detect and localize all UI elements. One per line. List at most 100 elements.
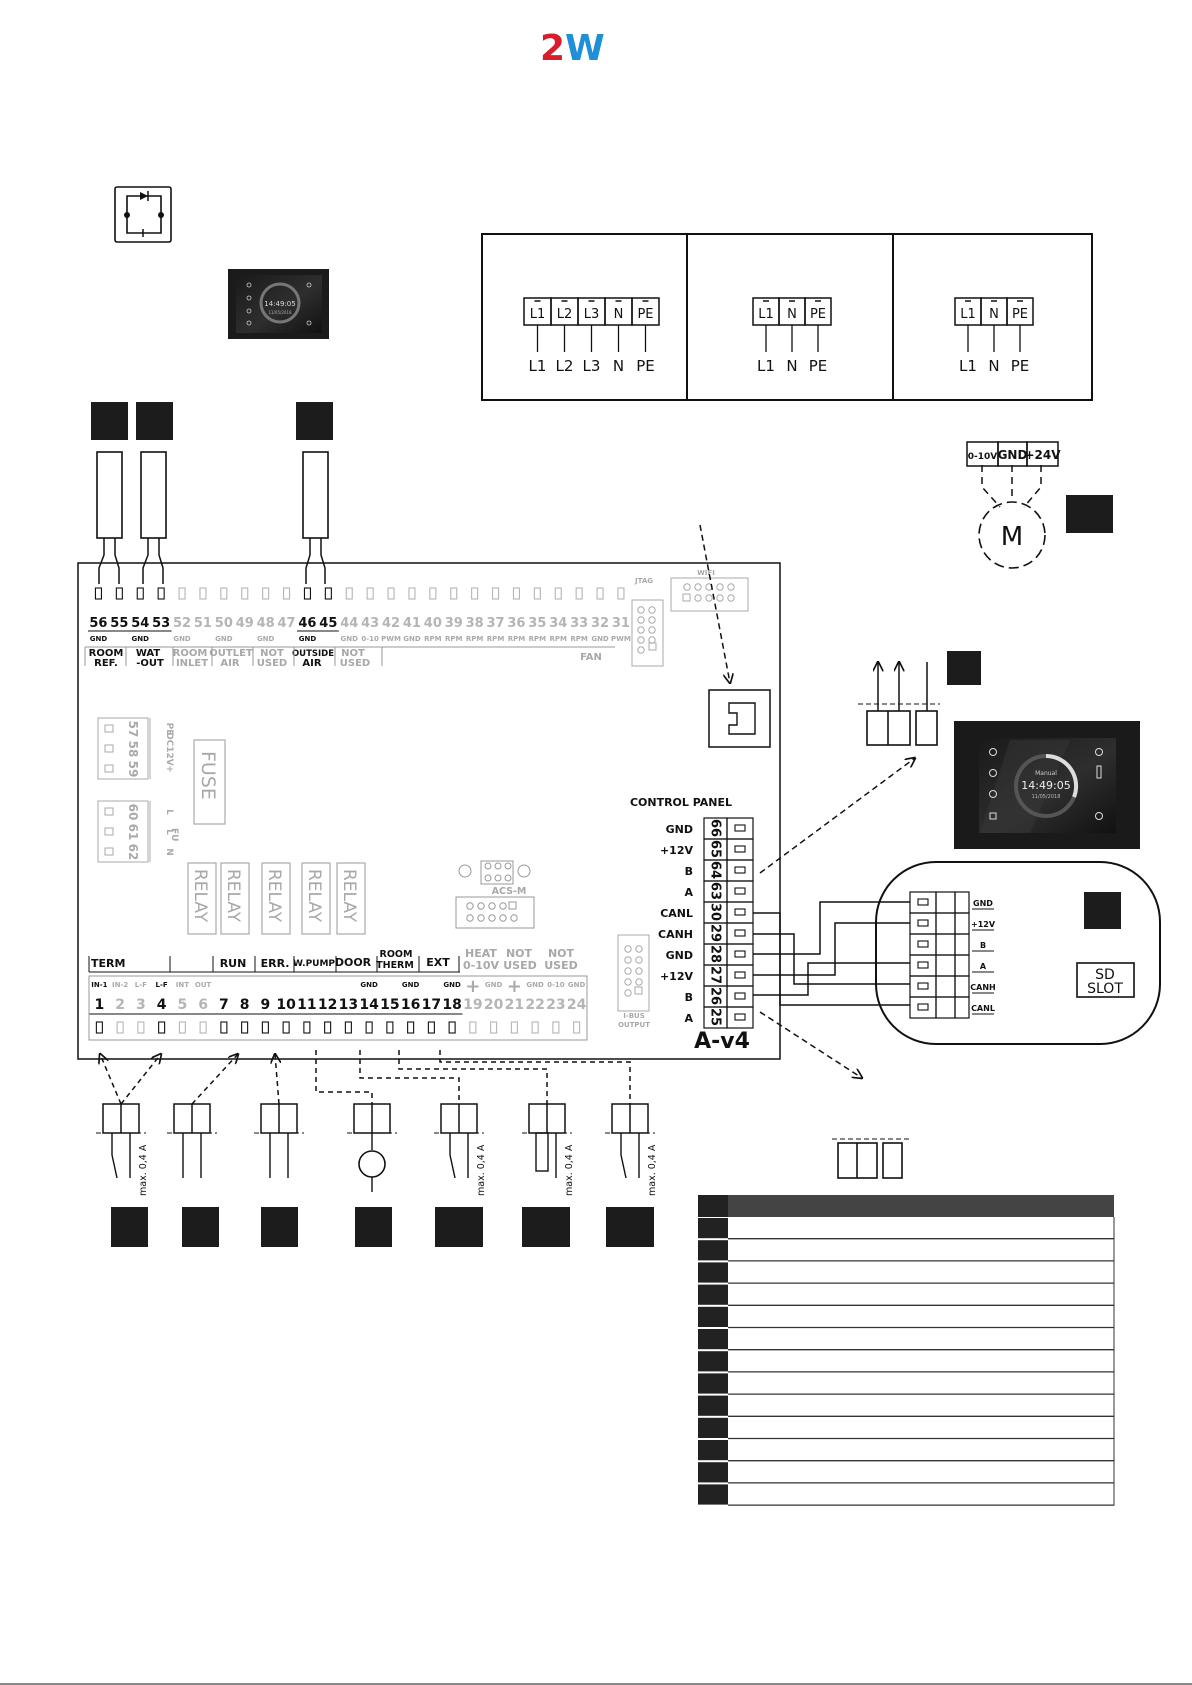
table-row-index — [698, 1218, 728, 1239]
cp-screw[interactable] — [734, 971, 746, 979]
bottom-screw[interactable] — [386, 1021, 394, 1034]
percent-icon[interactable] — [1095, 748, 1103, 756]
module-screw[interactable] — [917, 1003, 929, 1011]
bottom-terminal-number: 1 — [95, 997, 105, 1013]
clock-icon[interactable] — [989, 790, 997, 798]
top-screw[interactable] — [178, 587, 186, 600]
ethernet-port[interactable] — [708, 689, 771, 748]
bottom-screw[interactable] — [427, 1021, 435, 1034]
top-screw[interactable] — [262, 587, 270, 600]
cp-screw[interactable] — [734, 866, 746, 874]
cp-screw[interactable] — [734, 887, 746, 895]
relay-label: RELAY — [264, 869, 284, 923]
top-screw[interactable] — [241, 587, 249, 600]
module-screw[interactable] — [917, 982, 929, 990]
top-screw[interactable] — [303, 587, 312, 600]
bottom-screw[interactable] — [303, 1021, 311, 1034]
module-terminal-label: CANH — [970, 983, 995, 992]
bottom-screw[interactable] — [178, 1021, 186, 1034]
bottom-screw[interactable] — [469, 1021, 477, 1034]
cp-screw[interactable] — [734, 950, 746, 958]
bottom-terminal-number: 11 — [297, 997, 316, 1013]
top-screw[interactable] — [136, 587, 144, 600]
cp-number: 66 — [708, 819, 723, 837]
bottom-screw[interactable] — [510, 1021, 518, 1034]
thermometer-icon[interactable] — [1096, 765, 1102, 779]
top-terminal-sub: RPM — [570, 635, 588, 643]
bottom-screw[interactable] — [490, 1021, 498, 1034]
bottom-screw[interactable] — [448, 1021, 456, 1034]
power-terminal-label: L3 — [584, 307, 600, 322]
fan-icon[interactable] — [989, 769, 997, 777]
bottom-terminal-number: 10 — [276, 997, 296, 1013]
bottom-screw[interactable] — [407, 1021, 415, 1034]
top-screw[interactable] — [471, 587, 479, 600]
bottom-screw[interactable] — [137, 1021, 145, 1034]
cp-screw[interactable] — [734, 992, 746, 1000]
top-screw[interactable] — [115, 587, 123, 600]
top-screw[interactable] — [94, 587, 102, 600]
top-screw[interactable] — [617, 587, 625, 600]
module-screw[interactable] — [917, 898, 929, 906]
gear-icon[interactable] — [1095, 812, 1103, 820]
bottom-screw[interactable] — [220, 1021, 228, 1034]
top-screw[interactable] — [220, 587, 228, 600]
cp-screw[interactable] — [734, 824, 746, 832]
bottom-screw[interactable] — [531, 1021, 539, 1034]
top-screw[interactable] — [554, 587, 562, 600]
motor-terminal[interactable] — [1026, 441, 1059, 467]
power-line-label: PE — [809, 357, 828, 375]
bottom-screw[interactable] — [116, 1021, 124, 1034]
top-terminal-sub: RPM — [424, 635, 442, 643]
module-screw[interactable] — [917, 919, 929, 927]
bottom-screw[interactable] — [241, 1021, 249, 1034]
top-screw[interactable] — [157, 587, 165, 600]
cp-screw[interactable] — [734, 1013, 746, 1021]
logo-right: W — [565, 28, 605, 69]
lock-icon[interactable] — [989, 812, 997, 820]
cp-screw[interactable] — [734, 845, 746, 853]
side-screw[interactable] — [104, 724, 114, 733]
bottom-screw[interactable] — [344, 1021, 352, 1034]
top-screw[interactable] — [324, 587, 332, 600]
top-screw[interactable] — [575, 587, 583, 600]
bottom-screw[interactable] — [261, 1021, 269, 1034]
group-not-used-a-2: USED — [257, 658, 287, 669]
top-screw[interactable] — [429, 587, 437, 600]
bottom-screw[interactable] — [199, 1021, 207, 1034]
top-screw[interactable] — [491, 587, 500, 600]
bottom-screw[interactable] — [552, 1021, 560, 1034]
top-screw[interactable] — [345, 587, 353, 600]
top-screw[interactable] — [282, 587, 291, 600]
side-screw[interactable] — [104, 764, 114, 773]
power-icon[interactable] — [989, 748, 997, 756]
bottom-terminal-number: 8 — [240, 997, 250, 1013]
top-screw[interactable] — [408, 587, 416, 600]
power-terminal-label: L1 — [758, 307, 774, 322]
top-screw[interactable] — [533, 587, 541, 600]
top-screw[interactable] — [387, 587, 395, 600]
table-row-index — [698, 1395, 728, 1416]
top-screw[interactable] — [450, 587, 458, 600]
bottom-screw[interactable] — [158, 1021, 166, 1034]
side-screw[interactable] — [104, 827, 114, 836]
top-screw[interactable] — [596, 587, 604, 600]
bottom-screw[interactable] — [365, 1021, 373, 1034]
bottom-screw[interactable] — [324, 1021, 332, 1034]
top-screw[interactable] — [512, 587, 521, 600]
module-screw[interactable] — [917, 940, 929, 948]
bottom-screw[interactable] — [573, 1021, 581, 1034]
sd-slot[interactable] — [1076, 962, 1135, 998]
cp-screw[interactable] — [734, 929, 746, 937]
side-screw[interactable] — [104, 807, 114, 816]
top-screw[interactable] — [366, 587, 374, 600]
module-screw[interactable] — [917, 961, 929, 969]
side-screw[interactable] — [104, 847, 114, 856]
group-room-therm-2: THERM — [376, 960, 414, 971]
top-screw[interactable] — [199, 587, 207, 600]
side-screw[interactable] — [104, 744, 114, 753]
cp-number: 65 — [708, 840, 723, 858]
bottom-screw[interactable] — [95, 1021, 103, 1034]
cp-screw[interactable] — [734, 908, 746, 916]
bottom-screw[interactable] — [282, 1021, 290, 1034]
